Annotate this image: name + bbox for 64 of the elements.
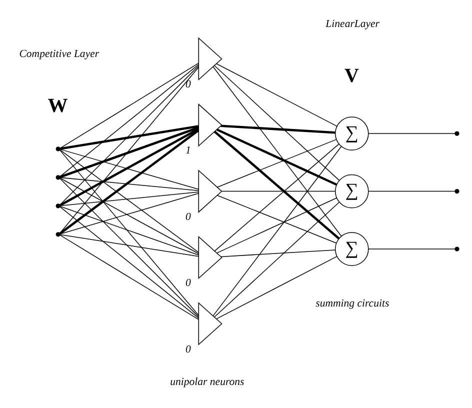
node-triangle — [198, 37, 222, 81]
connector — [60, 206, 199, 256]
connector — [222, 190, 336, 192]
connector — [59, 150, 199, 316]
connector — [60, 206, 199, 318]
connector — [214, 130, 340, 240]
connector — [60, 62, 199, 149]
connector — [368, 190, 456, 192]
node-triangle — [198, 236, 222, 280]
label: W — [48, 95, 68, 118]
connector — [59, 66, 199, 234]
node-circle: ∑ — [334, 232, 369, 266]
label: V — [344, 65, 360, 88]
connector — [60, 192, 199, 206]
connector — [214, 202, 340, 318]
node-label: 0 — [186, 343, 191, 356]
node-label: 0 — [186, 210, 191, 223]
connector — [59, 129, 200, 234]
connector — [59, 178, 199, 317]
connector — [212, 66, 342, 236]
connector — [60, 150, 199, 253]
connector — [216, 256, 338, 320]
connector — [216, 128, 338, 186]
connector — [212, 146, 342, 316]
label: Competitive Layer — [19, 48, 100, 60]
connector — [214, 65, 340, 181]
connector — [216, 63, 338, 127]
connector — [214, 144, 340, 252]
connector — [216, 198, 337, 254]
connector — [60, 64, 199, 177]
connector — [60, 148, 199, 190]
node-label: 1 — [186, 144, 191, 157]
connector — [368, 248, 456, 250]
node-triangle — [198, 302, 222, 346]
node-label: 0 — [186, 78, 191, 91]
connector — [60, 178, 199, 254]
node-triangle — [198, 103, 222, 147]
node-dot — [56, 175, 60, 180]
node-dot — [56, 146, 60, 152]
node-dot — [454, 188, 460, 194]
connector — [60, 125, 199, 150]
node-circle: ∑ — [334, 174, 369, 208]
connector — [216, 194, 337, 244]
connector — [60, 128, 200, 206]
connector — [220, 124, 336, 134]
node-circle: ∑ — [334, 116, 369, 150]
connector — [220, 250, 336, 258]
connector — [60, 193, 199, 234]
connector — [60, 177, 199, 191]
node-dot — [56, 232, 60, 237]
connector — [60, 126, 199, 178]
node-dot — [454, 131, 460, 136]
connector — [59, 66, 199, 206]
label: summing circuits — [316, 298, 390, 310]
connector — [368, 133, 456, 134]
node-label: 0 — [186, 277, 191, 290]
label: LinearLayer — [326, 18, 380, 30]
connector — [60, 234, 199, 320]
connector — [60, 234, 199, 257]
node-triangle — [198, 170, 222, 213]
label: unipolar neurons — [170, 376, 244, 388]
connector — [216, 139, 337, 188]
node-dot — [56, 204, 60, 208]
node-dot — [454, 246, 460, 252]
